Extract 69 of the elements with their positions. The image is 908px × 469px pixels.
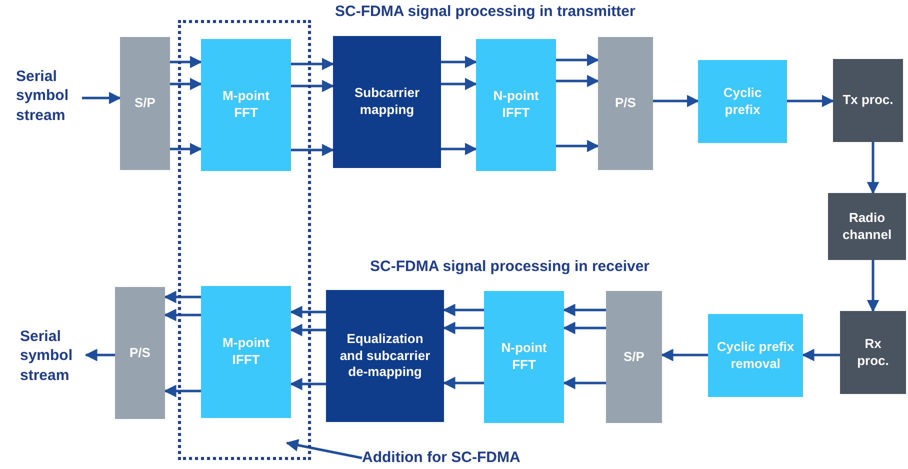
process-block: [840, 311, 906, 394]
block-label: M-point FFT: [222, 88, 270, 122]
arrow: [556, 74, 600, 88]
arrow: [291, 80, 334, 92]
arrow: [84, 348, 115, 362]
arrow: [291, 58, 334, 70]
arrow: [562, 376, 606, 390]
arrow: [866, 260, 880, 312]
process-block: [476, 39, 556, 171]
process-block: [698, 60, 787, 143]
leader-line: [286, 439, 362, 460]
arrow: [441, 78, 478, 90]
process-block: [484, 291, 564, 423]
process-block: [708, 314, 803, 397]
block-label: P/S: [614, 95, 637, 112]
process-block: [833, 59, 903, 142]
arrow: [82, 92, 122, 104]
block-label: Equalization and subcarrier de-mapping: [338, 330, 432, 382]
arrow: [170, 56, 202, 68]
block-label: Rx proc.: [856, 336, 890, 370]
arrow: [660, 348, 708, 362]
block-label: S/P: [622, 348, 646, 366]
process-block: [828, 193, 906, 260]
process-block: [326, 290, 444, 422]
block-label: Cyclic prefix: [722, 84, 763, 118]
converter-block: [115, 287, 165, 419]
arrow: [562, 322, 606, 334]
arrow: [787, 94, 834, 108]
converter-block: [120, 37, 170, 170]
block-label: N-point FFT: [500, 340, 548, 374]
arrow: [802, 348, 840, 362]
block-label: Radio channel: [841, 210, 893, 244]
text-label: Serial symbol stream: [16, 66, 70, 126]
arrow: [562, 304, 606, 316]
arrow: [653, 94, 700, 108]
converter-block: [606, 291, 662, 423]
block-label: P/S: [128, 344, 152, 362]
arrow: [170, 78, 202, 90]
text-label: Addition for SC-FDMA: [362, 448, 520, 468]
text-label: Serial symbol stream: [20, 326, 74, 386]
arrow: [556, 140, 600, 152]
process-block: [201, 286, 291, 418]
arrow: [290, 306, 326, 318]
arrow: [441, 56, 478, 68]
block-label: N-point IFFT: [492, 88, 540, 122]
arrow: [164, 384, 201, 398]
arrow: [164, 290, 201, 304]
block-label: Subcarrier mapping: [353, 85, 421, 119]
arrow: [170, 142, 202, 156]
arrow: [442, 304, 484, 316]
block-label: S/P: [134, 95, 156, 112]
block-label: Tx proc.: [842, 92, 894, 109]
dotted-region: [178, 20, 311, 460]
section-heading: SC-FDMA signal processing in receiver: [370, 258, 650, 275]
arrow: [291, 144, 334, 156]
converter-block: [598, 37, 653, 170]
process-block: [333, 36, 441, 168]
process-block: [201, 39, 291, 171]
arrow: [441, 142, 478, 156]
block-label: M-point IFFT: [222, 335, 270, 369]
arrow: [442, 322, 484, 334]
arrow: [866, 142, 880, 194]
arrow: [290, 324, 326, 336]
arrow: [290, 378, 326, 390]
arrow: [164, 308, 201, 322]
arrow: [442, 376, 484, 390]
arrow: [556, 54, 600, 66]
section-heading: SC-FDMA signal processing in transmitter: [335, 3, 636, 20]
block-label: Cyclic prefix removal: [716, 338, 796, 372]
